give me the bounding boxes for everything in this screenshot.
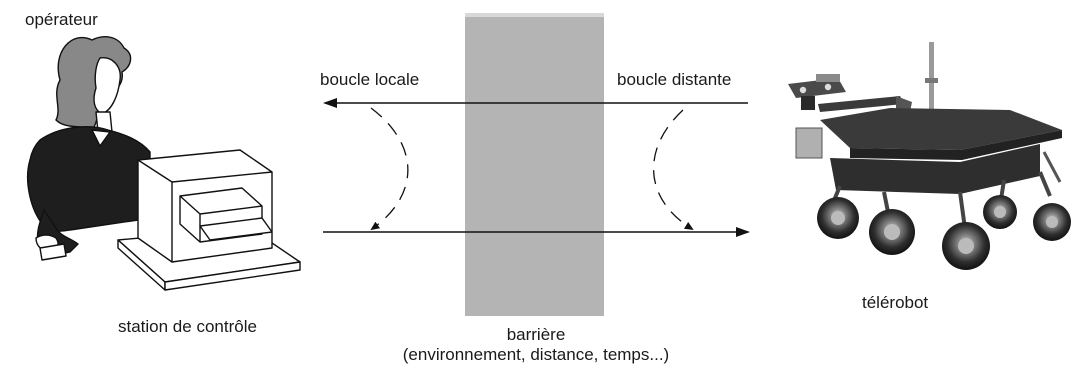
- control-station-label: station de contrôle: [118, 317, 257, 336]
- local-loop-curve: [370, 107, 409, 231]
- barrier-label: barrière: [506, 325, 566, 344]
- wheel: [869, 209, 915, 255]
- telerobot-label: télérobot: [862, 293, 929, 312]
- wheel: [983, 195, 1017, 229]
- operator-label: opérateur: [25, 10, 98, 29]
- wheel: [1033, 203, 1071, 241]
- barrier-detail-label: (environnement, distance, temps...): [402, 345, 670, 364]
- wheel: [942, 222, 990, 270]
- barrier: [465, 13, 604, 316]
- operator-illustration: [27, 36, 301, 291]
- local-loop-label: boucle locale: [320, 70, 420, 89]
- telerobot-illustration: [788, 42, 1071, 270]
- wheel: [817, 197, 859, 239]
- remote-loop-label: boucle distante: [617, 70, 732, 89]
- remote-loop-curve: [652, 109, 694, 231]
